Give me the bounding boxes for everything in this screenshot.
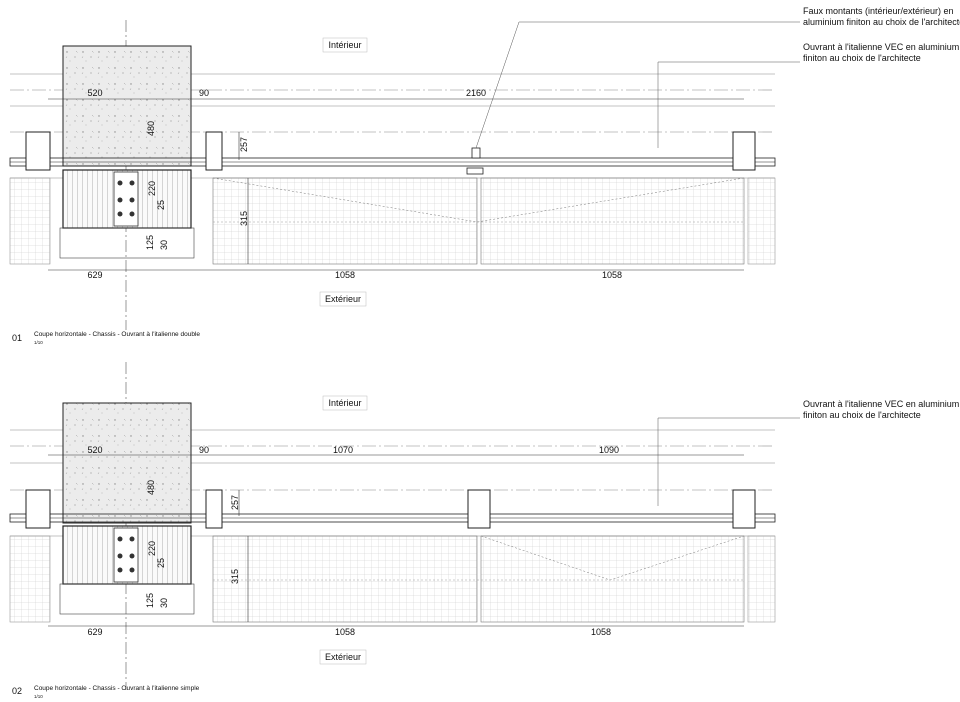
dim-30: 30 bbox=[159, 598, 169, 608]
concrete-wall bbox=[62, 402, 192, 524]
facade-panel bbox=[212, 535, 478, 623]
anchor-plate bbox=[113, 171, 139, 227]
dim-25: 25 bbox=[156, 200, 166, 210]
dim-span: 1070 bbox=[333, 445, 353, 455]
facade-panel bbox=[480, 535, 745, 623]
note-line: Ouvrant à l'italienne VEC en aluminium bbox=[803, 42, 959, 52]
facade-panel bbox=[480, 177, 745, 265]
dim-315: 315 bbox=[230, 569, 240, 584]
section-02: Intérieur Extérieur 520 90 1070 1090 480… bbox=[9, 362, 959, 699]
dim-frame: 90 bbox=[199, 88, 209, 98]
facade-panel bbox=[747, 535, 776, 623]
dim-220: 220 bbox=[147, 541, 157, 556]
dim-315: 315 bbox=[239, 211, 249, 226]
dim-wall: 520 bbox=[87, 445, 102, 455]
dim-257: 257 bbox=[239, 137, 249, 152]
glazing-frame bbox=[9, 131, 776, 175]
label-interior: Intérieur bbox=[328, 398, 361, 408]
section-title: Coupe horizontale - Chassis - Ouvrant à … bbox=[34, 331, 200, 338]
dim-wall-depth: 480 bbox=[146, 121, 156, 136]
note-line: Ouvrant à l'italienne VEC en aluminium bbox=[803, 399, 959, 409]
dim-bottom-left: 629 bbox=[87, 627, 102, 637]
dim-span: 2160 bbox=[466, 88, 486, 98]
leader-lines bbox=[657, 417, 800, 506]
section-number: 02 bbox=[12, 686, 22, 696]
dim-bottom-right: 1058 bbox=[602, 270, 622, 280]
dimension-lines bbox=[48, 454, 744, 627]
dim-257: 257 bbox=[230, 495, 240, 510]
dim-30: 30 bbox=[159, 240, 169, 250]
facade-panel bbox=[747, 177, 776, 265]
dim-220: 220 bbox=[147, 181, 157, 196]
dim-125: 125 bbox=[145, 235, 155, 250]
note-line: Faux montants (intérieur/extérieur) en bbox=[803, 6, 954, 16]
note-line: finiton au choix de l'architecte bbox=[803, 53, 921, 63]
label-interior: Intérieur bbox=[328, 40, 361, 50]
section-01: Intérieur Extérieur 520 90 2160 480 257 … bbox=[9, 6, 960, 345]
note-line: aluminium finiton au choix de l'architec… bbox=[803, 17, 960, 27]
label-exterior: Extérieur bbox=[325, 652, 361, 662]
dim-span-right: 1090 bbox=[599, 445, 619, 455]
label-exterior: Extérieur bbox=[325, 294, 361, 304]
anchor-plate bbox=[113, 527, 139, 583]
facade-panel bbox=[9, 535, 51, 623]
section-title: Coupe horizontale - Chassis - Ouvrant à … bbox=[34, 685, 200, 692]
section-scale: 1/10 bbox=[34, 694, 43, 699]
facade-panel bbox=[9, 177, 51, 265]
dim-25: 25 bbox=[156, 558, 166, 568]
dim-bottom-mid: 1058 bbox=[335, 270, 355, 280]
dim-wall: 520 bbox=[87, 88, 102, 98]
dim-wall-depth: 480 bbox=[146, 480, 156, 495]
leader-lines bbox=[475, 21, 800, 149]
section-scale: 1/10 bbox=[34, 340, 43, 345]
dim-bottom-left: 629 bbox=[87, 270, 102, 280]
dim-frame: 90 bbox=[199, 445, 209, 455]
dim-bottom-right: 1058 bbox=[591, 627, 611, 637]
glazing-frame bbox=[9, 489, 776, 529]
dim-125: 125 bbox=[145, 593, 155, 608]
note-line: finiton au choix de l'architecte bbox=[803, 410, 921, 420]
dim-bottom-mid: 1058 bbox=[335, 627, 355, 637]
dimension-lines bbox=[48, 98, 744, 271]
section-number: 01 bbox=[12, 333, 22, 343]
concrete-wall bbox=[62, 45, 192, 167]
facade-panel bbox=[212, 177, 478, 265]
